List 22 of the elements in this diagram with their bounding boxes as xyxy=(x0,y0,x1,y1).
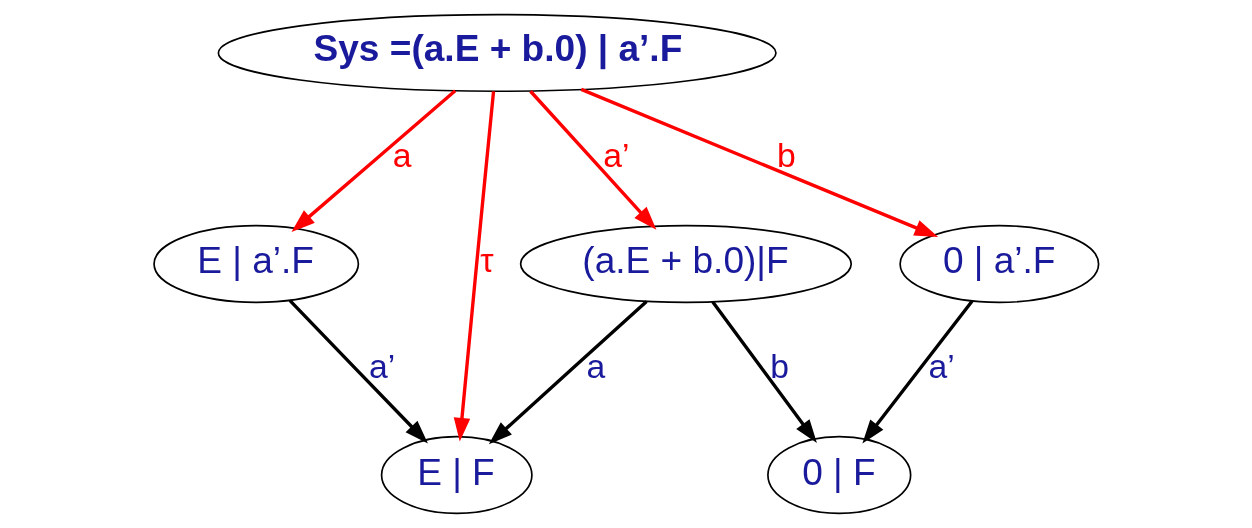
node-ellipse: (a.E + b.0)|F xyxy=(519,224,853,304)
edge-label: a’ xyxy=(369,346,396,385)
arrow xyxy=(453,91,496,442)
edge-label: a xyxy=(392,135,412,174)
arrow xyxy=(711,300,817,444)
node-ellipse: 0 | F xyxy=(767,435,912,515)
node-ellipse: Sys =(a.E + b.0) | a’.F xyxy=(217,13,777,93)
arrow xyxy=(580,87,939,238)
arrow xyxy=(288,299,428,444)
node-ellipse: E | a’.F xyxy=(153,224,360,304)
node-ellipse: 0 | a’.F xyxy=(899,224,1100,304)
edge-label: a’ xyxy=(603,135,630,174)
node-ellipse: E | F xyxy=(380,435,533,515)
edge-label: a’ xyxy=(928,346,955,385)
edge-label: b xyxy=(776,135,796,174)
arrow xyxy=(862,299,974,444)
arrow xyxy=(529,90,657,230)
arrow xyxy=(488,300,648,445)
edge-label: a xyxy=(586,346,606,385)
edge-label: τ xyxy=(480,241,494,280)
edge-label: b xyxy=(770,346,789,385)
arrow xyxy=(291,89,457,232)
